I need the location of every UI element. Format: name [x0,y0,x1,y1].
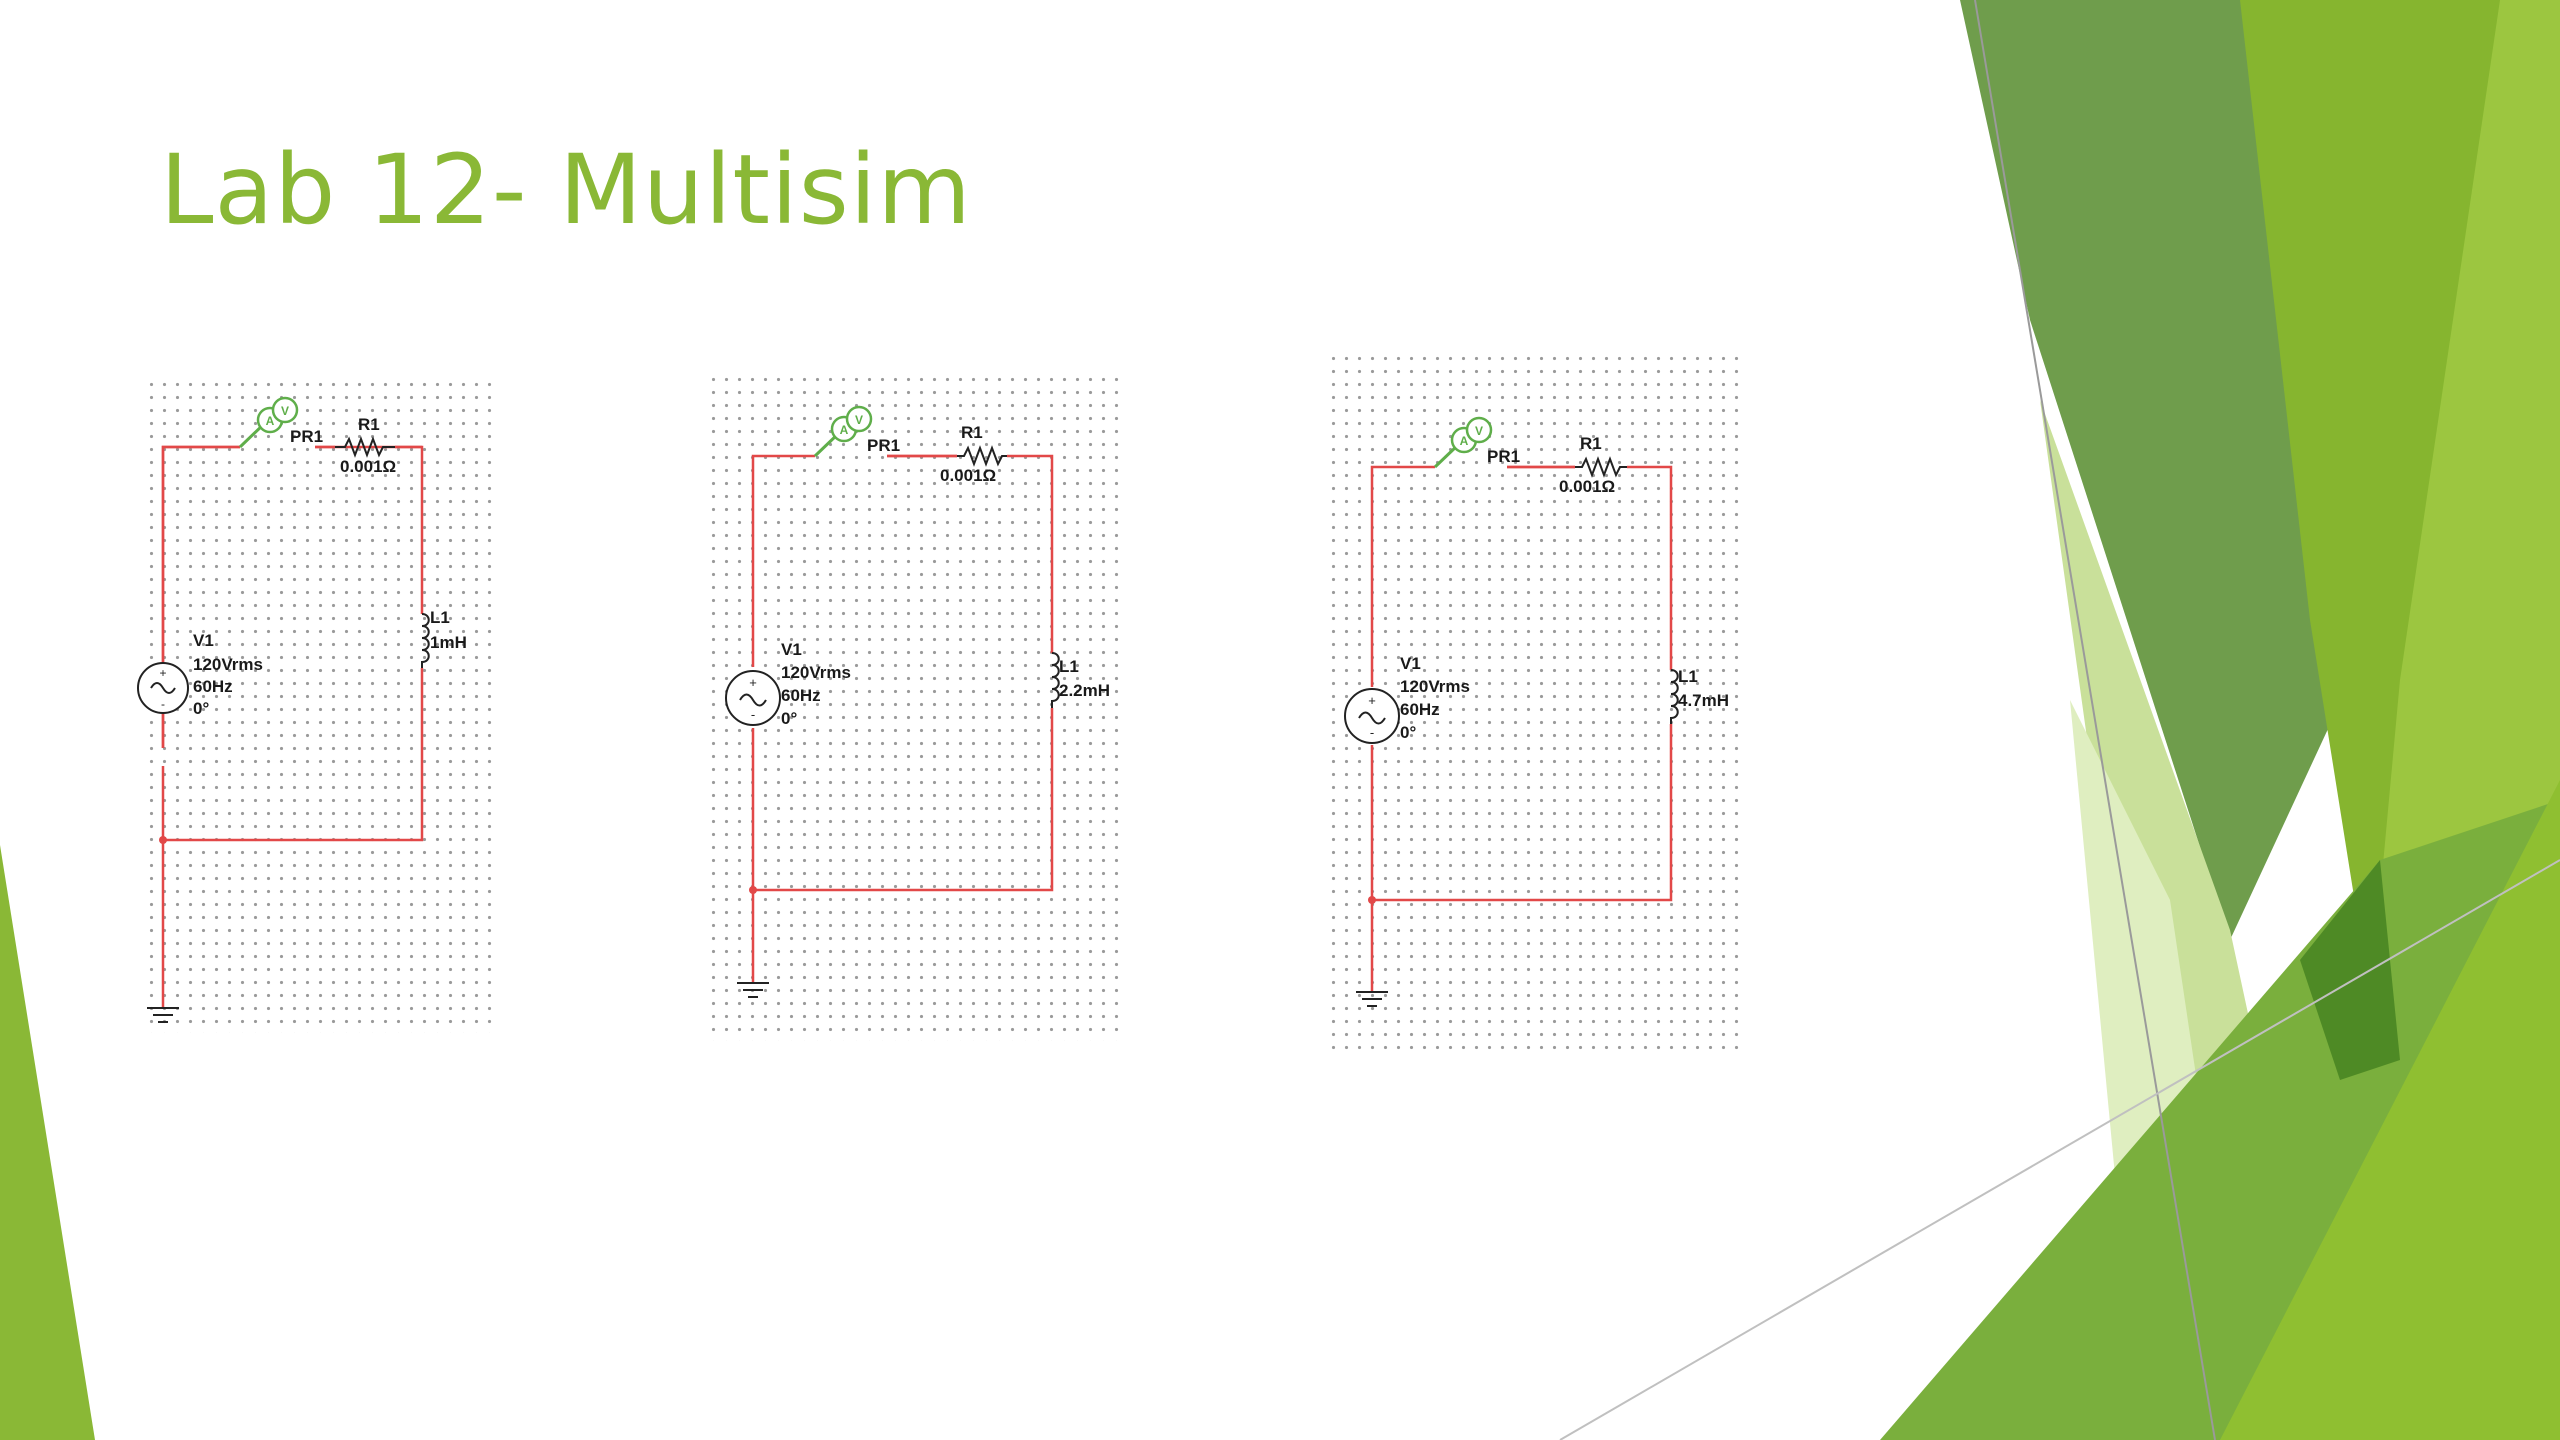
circuit-1-source-voltage: 120Vrms [193,655,263,674]
circuit-1-inductor-value: 1mH [430,633,467,652]
svg-text:A: A [266,414,275,428]
circuit-3-source-phase: 0° [1400,723,1416,742]
circuit-3-source-name: V1 [1400,654,1421,673]
svg-text:-: - [161,697,165,711]
circuit-1-source-frequency: 60Hz [193,677,233,696]
circuit-1-probe-label: PR1 [290,427,323,446]
svg-text:-: - [751,707,755,722]
circuit-1-ac-source-icon: + - [137,662,189,714]
circuit-schematic-3: A V PR1 R1 0.001Ω L1 4.7mH + - V1 120Vrm… [1327,352,1742,1052]
thin-line-2 [1559,859,2560,1440]
circuit-1-source-name: V1 [193,631,214,650]
circuit-2-probe-icon: A V [813,405,873,458]
svg-text:V: V [1475,424,1483,438]
circuit-1-resistor-icon [335,436,395,458]
circuit-2-inductor-name: L1 [1059,657,1079,676]
svg-text:V: V [855,413,863,427]
circuit-3-inductor-icon [1670,669,1679,724]
circuit-2-source-frequency: 60Hz [781,686,821,705]
circuit-2-drawing: A V PR1 R1 0.001Ω L1 2.2mH + - V1 120Vrm… [725,405,1110,998]
circuit-3-ground-icon [1356,991,1388,1007]
circuit-2-source-phase: 0° [781,709,797,728]
circuit-schematic-1: A V PR1 R1 0.001Ω L1 1mH + - V1 120Vrms … [137,378,495,1033]
circuit-2-resistor-value: 0.001Ω [940,466,996,485]
circuit-3-resistor-icon [1575,456,1627,478]
circuit-1-source-phase: 0° [193,699,209,718]
circuit-1-ground-icon [147,1007,179,1023]
svg-text:V: V [281,404,289,418]
circuit-3-probe-label: PR1 [1487,447,1520,466]
circuit-2-inductor-icon [1051,652,1060,708]
circuit-3-source-voltage: 120Vrms [1400,677,1470,696]
circuit-3-resistor-value: 0.001Ω [1559,477,1615,496]
thin-line-1 [1974,0,2216,1440]
circuit-3-drawing: A V PR1 R1 0.001Ω L1 4.7mH + - V1 120Vrm… [1344,416,1729,1007]
slide-title: Lab 12- Multisim [160,134,972,246]
circuit-1-resistor-name: R1 [358,415,380,434]
circuit-1-inductor-name: L1 [430,608,450,627]
circuit-3-resistor-name: R1 [1580,434,1602,453]
circuit-3-ac-source-icon: + - [1344,688,1400,744]
facet-deep-green [2300,860,2400,1080]
circuit-1-drawing: A V PR1 R1 0.001Ω L1 1mH + - V1 120Vrms … [137,396,467,1023]
circuit-3-source-frequency: 60Hz [1400,700,1440,719]
circuit-2-source-voltage: 120Vrms [781,663,851,682]
svg-text:+: + [159,666,166,680]
circuit-2-resistor-name: R1 [961,423,983,442]
circuit-2-ground-icon [737,982,769,998]
circuit-1-resistor-value: 0.001Ω [340,457,396,476]
circuit-2-resistor-icon [957,445,1007,467]
facet-dark-green [1960,0,2360,940]
circuit-2-ac-source-icon: + - [725,670,781,726]
circuit-1-probe-icon: A V [238,396,299,449]
circuit-2-source-name: V1 [781,640,802,659]
circuit-3-inductor-name: L1 [1678,667,1698,686]
svg-text:A: A [1460,434,1469,448]
circuit-2-probe-label: PR1 [867,436,900,455]
circuit-1-inductor-icon [421,613,430,668]
circuit-3-inductor-value: 4.7mH [1678,691,1729,710]
circuit-2-inductor-value: 2.2mH [1059,681,1110,700]
svg-text:+: + [749,675,757,690]
circuit-schematic-2: A V PR1 R1 0.001Ω L1 2.2mH + - V1 120Vrm… [707,373,1125,1041]
left-green-sliver [0,845,95,1440]
svg-text:+: + [1368,693,1376,708]
circuit-3-probe-icon: A V [1433,416,1493,469]
svg-text:-: - [1370,725,1374,740]
svg-text:A: A [840,423,849,437]
facet-bright-green [2220,780,2560,1440]
